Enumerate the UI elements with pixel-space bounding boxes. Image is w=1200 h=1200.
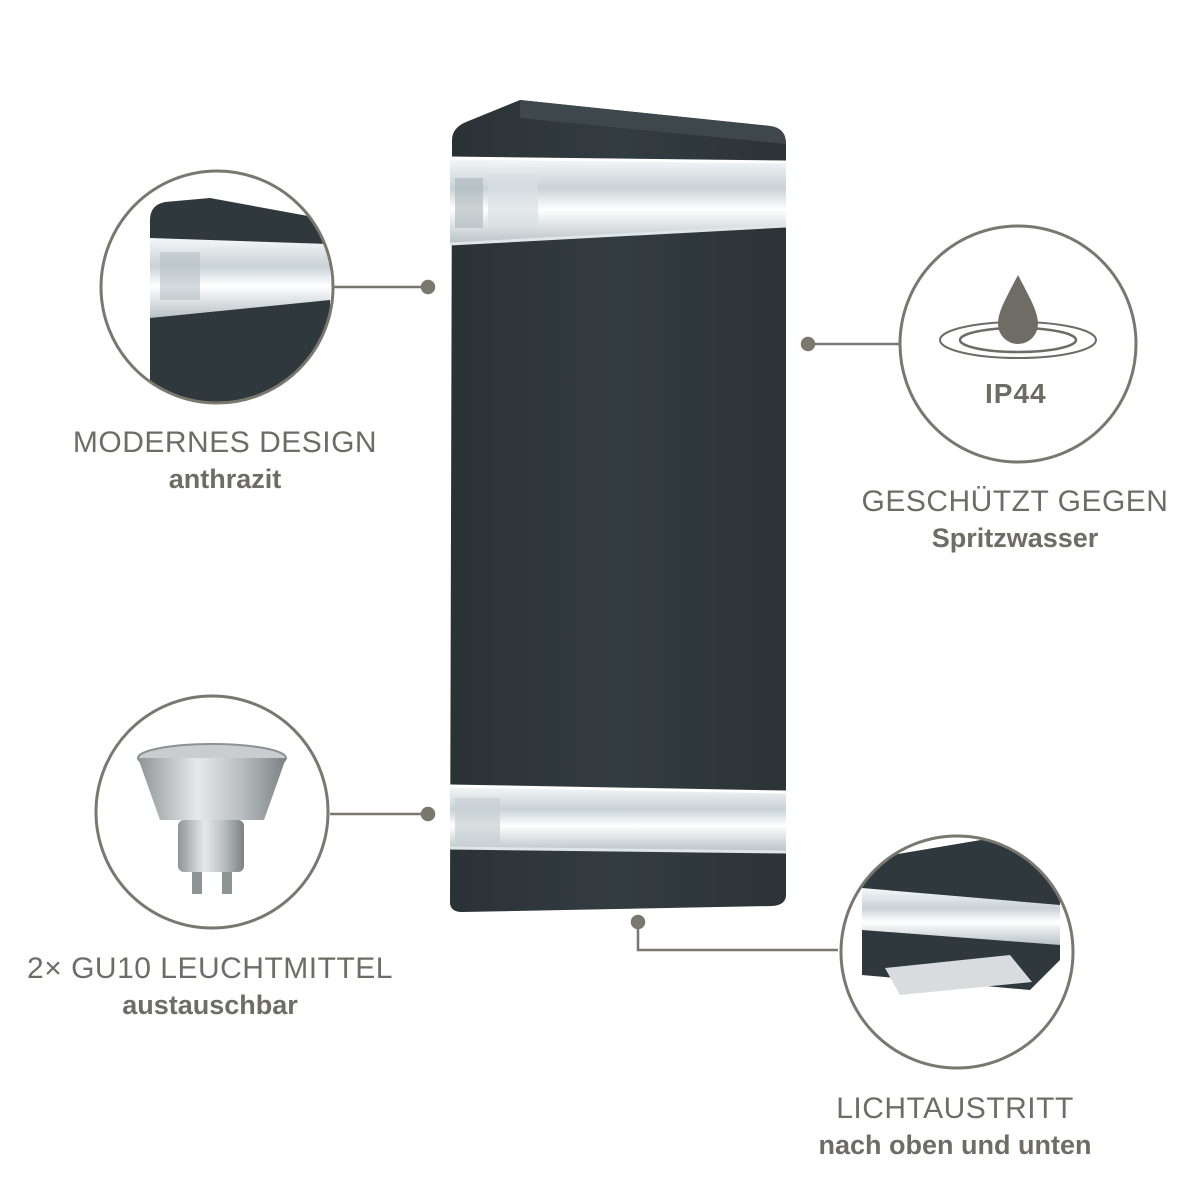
feature-design-subtitle: anthrazit bbox=[168, 464, 282, 494]
feature-bulb-subtitle: austauschbar bbox=[122, 990, 298, 1020]
feature-splash-title: GESCHÜTZT GEGEN bbox=[861, 485, 1169, 518]
wall-lamp bbox=[449, 100, 787, 912]
gu10-bulb-image bbox=[137, 743, 287, 894]
feature-bulb-label: 2× GU10 LEUCHTMITTEL austauschbar bbox=[10, 952, 410, 1021]
gu10-bulb-circle bbox=[94, 694, 330, 930]
bottom-glass-band bbox=[449, 784, 787, 854]
ip-rating: IP44 bbox=[985, 378, 1047, 409]
light-exit-circle bbox=[839, 834, 1075, 1070]
feature-splash-label: GESCHÜTZT GEGEN Spritzwasser bbox=[850, 485, 1180, 554]
feature-light-exit-label: LICHTAUSTRITT nach oben und unten bbox=[790, 1092, 1120, 1161]
connector-lines bbox=[330, 279, 900, 952]
feature-bulb-title: 2× GU10 LEUCHTMITTEL bbox=[27, 952, 393, 985]
feature-light-exit-subtitle: nach oben und unten bbox=[818, 1130, 1092, 1160]
feature-design-title: MODERNES DESIGN bbox=[72, 426, 378, 459]
feature-light-exit-title: LICHTAUSTRITT bbox=[836, 1092, 1074, 1125]
ip44-circle bbox=[898, 224, 1138, 464]
top-glass-band bbox=[449, 156, 787, 246]
feature-design-label: MODERNES DESIGN anthrazit bbox=[50, 426, 400, 495]
water-drop-icon bbox=[939, 275, 1097, 359]
design-detail-circle bbox=[99, 169, 335, 405]
feature-splash-subtitle: Spritzwasser bbox=[931, 523, 1099, 553]
